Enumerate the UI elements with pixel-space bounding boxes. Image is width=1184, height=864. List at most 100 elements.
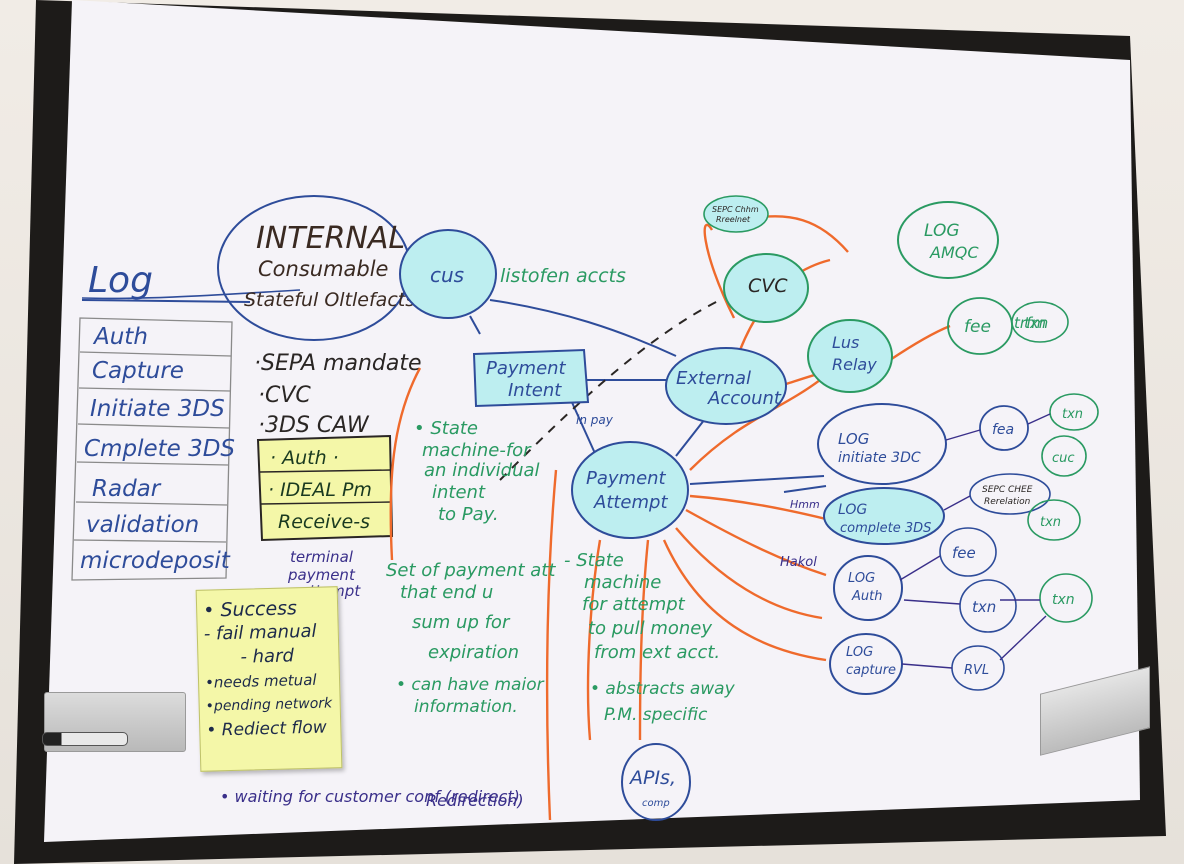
node-log-amqc: LOG AMQC [897, 201, 999, 279]
svg-text:txn: txn [1040, 515, 1061, 530]
node-log-auth: LOG Auth [833, 555, 903, 621]
svg-text:cus: cus [430, 263, 464, 287]
waiting-note: • waiting for customer conf (redirect) R… [220, 787, 524, 810]
green-item-receive: Receive-s [278, 511, 370, 533]
set-of-payment-note: Set of payment att that end u sum up for… [386, 560, 556, 663]
node-cuc: cuc [1041, 435, 1087, 477]
sticky-item-success: • Success [202, 597, 298, 622]
svg-text:expiration: expiration [428, 642, 519, 663]
svg-text:SEPC CHEE: SEPC CHEE [982, 485, 1033, 495]
can-have-note: • can have maior information. [396, 675, 545, 717]
node-fea: fea [979, 405, 1029, 451]
node-txn-d: txn [1039, 573, 1093, 623]
hmm-label: Hmm [790, 498, 820, 511]
node-apis: APIs, comp [621, 743, 691, 821]
log-row-initiate-3ds: Initiate 3DS [90, 396, 225, 422]
svg-text:Set of payment att: Set of payment att [386, 560, 556, 581]
node-fee-b: fee [939, 527, 997, 577]
log-title: Log [88, 260, 153, 301]
log-table-grid [71, 317, 233, 581]
node-txn-top: txn [1011, 301, 1069, 343]
svg-text:for attempt: for attempt [582, 594, 686, 615]
svg-text:Relay: Relay [832, 355, 877, 374]
svg-text:Payment: Payment [586, 468, 667, 489]
svg-text:from ext acct.: from ext acct. [594, 642, 720, 663]
node-sepa-small: SEPC CHEE Rerelation [969, 473, 1051, 515]
node-sepa-top: SEPC Chhm Rreelnet [703, 195, 769, 233]
node-external-account: External Account [665, 347, 787, 425]
sticky-item-fail-manual: - fail manual [203, 620, 317, 645]
svg-text:• can have maior: • can have maior [396, 675, 545, 695]
svg-text:fea: fea [992, 422, 1014, 438]
svg-text:P.M. specific: P.M. specific [604, 705, 708, 725]
blue-arrows [469, 299, 827, 493]
state-machine-intent-note: • State machine-for an individual intent… [414, 418, 540, 525]
node-cvc: CVC [723, 253, 809, 323]
cus-note: listofen accts [500, 265, 626, 287]
svg-text:sum up for: sum up for [412, 612, 511, 633]
sticky-item-redirect: • Rediect flow [206, 717, 327, 741]
svg-text:cuc: cuc [1052, 451, 1075, 466]
svg-text:SEPC Chhm: SEPC Chhm [712, 205, 759, 214]
svg-text:that end u: that end u [400, 582, 493, 603]
state-machine-attempt-note: - State machine for attempt to pull mone… [564, 550, 720, 663]
internal-item-3ds: ·3DS CAW [258, 413, 370, 438]
node-txn-a: txn [1049, 393, 1099, 431]
orange-arrows [389, 215, 951, 821]
internal-cloud-text: INTERNAL Consumable Stateful Oltlefacts [244, 221, 415, 311]
svg-text:Intent: Intent [508, 380, 562, 401]
log-underline [81, 299, 251, 303]
svg-text:RVL: RVL [964, 663, 989, 678]
svg-text:LOG: LOG [838, 502, 867, 518]
svg-text:CVC: CVC [748, 275, 788, 297]
svg-text:information.: information. [414, 697, 518, 717]
svg-text:txn: txn [1024, 314, 1048, 332]
log-row-auth: Auth [92, 324, 148, 350]
svg-text:payment: payment [287, 566, 356, 584]
sticky-item-hard: - hard [240, 645, 295, 668]
internal-line-consumable: Consumable [258, 257, 388, 281]
svg-text:LOG: LOG [924, 221, 960, 241]
node-txn-c: txn [959, 579, 1017, 633]
svg-text:External: External [676, 368, 751, 389]
svg-text:fee: fee [952, 544, 976, 562]
svg-text:AMQC: AMQC [929, 243, 979, 262]
internal-list: ·SEPA mandate ·CVC ·3DS CAW [254, 351, 422, 438]
intent-arrow-label: in pay [576, 413, 614, 427]
svg-text:- State: - State [564, 550, 624, 571]
hakol-label: Hakol [780, 555, 817, 570]
dashed-line [499, 299, 721, 481]
svg-text:Rerelation: Rerelation [984, 497, 1031, 507]
svg-text:in pay: in pay [576, 413, 614, 427]
svg-text:Redirection): Redirection) [426, 791, 524, 810]
svg-text:to Pay.: to Pay. [438, 504, 499, 525]
svg-text:an individual: an individual [424, 460, 540, 481]
node-payment-intent: Payment Intent [472, 348, 590, 408]
log-row-capture: Capture [92, 358, 184, 384]
svg-text:txn: txn [1062, 407, 1083, 422]
svg-text:Lus: Lus [832, 333, 859, 352]
svg-text:fee: fee [964, 317, 991, 337]
log-link-line [81, 289, 301, 300]
svg-text:LOG: LOG [848, 571, 875, 586]
internal-item-cvc: ·CVC [258, 383, 311, 408]
svg-text:Attempt: Attempt [593, 492, 668, 513]
svg-text:to pull money: to pull money [588, 618, 712, 639]
svg-text:initiate 3DC: initiate 3DC [838, 450, 921, 466]
sticky-item-pending: •pending network [205, 695, 333, 715]
node-log-initiate: LOG initiate 3DC [817, 403, 947, 485]
svg-text:comp: comp [642, 798, 670, 809]
svg-text:intent: intent [432, 482, 486, 503]
node-lus-relay: Lus Relay [807, 319, 893, 393]
svg-text:Rreelnet: Rreelnet [716, 215, 751, 224]
log-row-radar: Radar [92, 476, 162, 502]
marker-pen[interactable] [42, 732, 128, 746]
svg-text:Payment: Payment [486, 358, 567, 379]
trfm-label: trfm [1014, 314, 1046, 332]
node-payment-attempt: Payment Attempt [571, 441, 689, 539]
internal-line-stateful: Stateful Oltlefacts [244, 289, 415, 311]
svg-text:LOG: LOG [846, 645, 873, 660]
log-row-microdeposit: microdeposit [80, 548, 231, 574]
node-txn-b: txn [1027, 499, 1081, 541]
node-log-complete: LOG complete 3DS [823, 487, 945, 545]
